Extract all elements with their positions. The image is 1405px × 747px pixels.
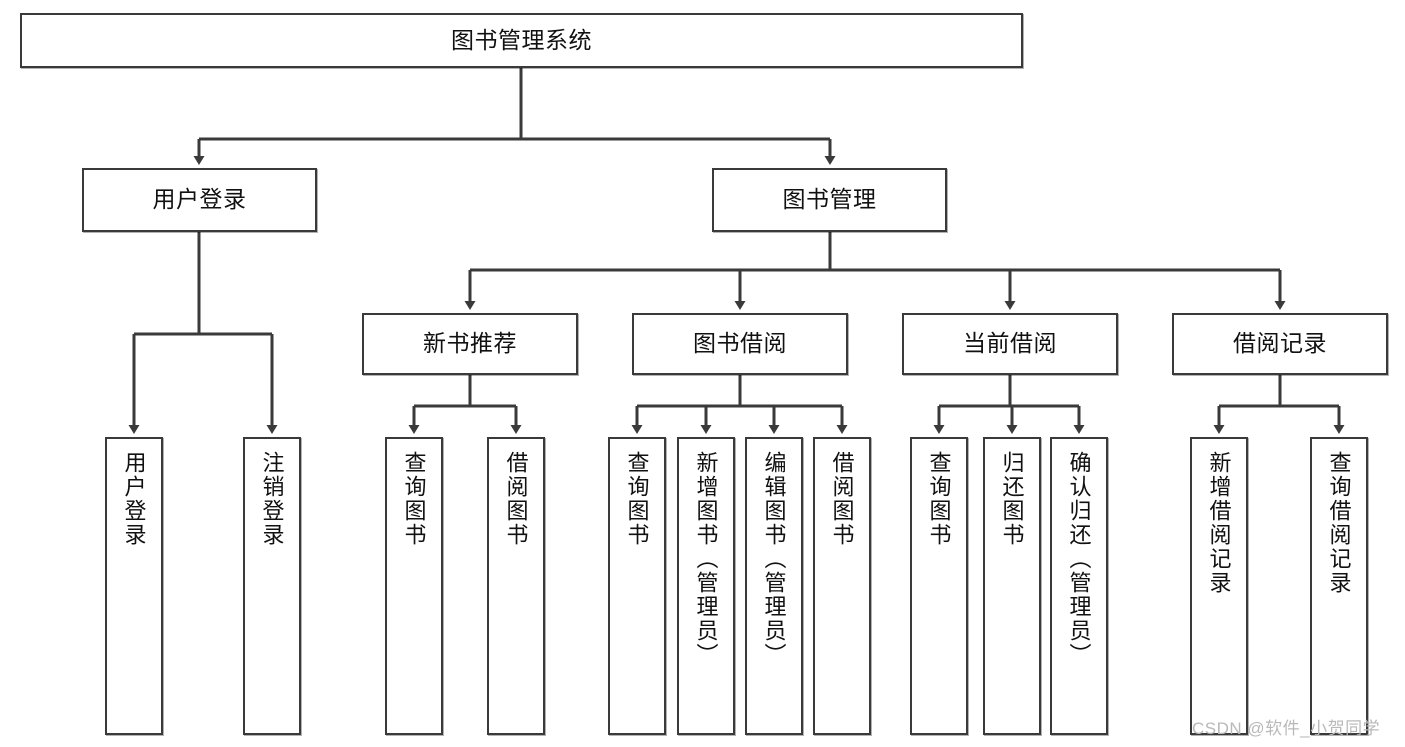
node-leaf-add-record[interactable]: 新增借阅记录 bbox=[1190, 437, 1248, 735]
node-leaf-borrow-book-1-label: 借阅图书 bbox=[503, 451, 529, 547]
node-user-login-label: 用户登录 bbox=[152, 186, 247, 213]
node-borrow-record[interactable]: 借阅记录 bbox=[1172, 313, 1388, 375]
node-leaf-add-book-label: 新增图书（管理员） bbox=[693, 451, 719, 667]
node-leaf-query-book-2[interactable]: 查询图书 bbox=[608, 437, 666, 735]
watermark-text: CSDN @软件_小贺同学 bbox=[1192, 719, 1381, 738]
node-book-manage[interactable]: 图书管理 bbox=[712, 168, 947, 232]
node-leaf-add-book[interactable]: 新增图书（管理员） bbox=[677, 437, 735, 735]
node-new-book-rec[interactable]: 新书推荐 bbox=[362, 313, 578, 375]
node-leaf-confirm-return[interactable]: 确认归还（管理员） bbox=[1050, 437, 1108, 735]
node-leaf-borrow-book-2[interactable]: 借阅图书 bbox=[813, 437, 871, 735]
node-book-borrow[interactable]: 图书借阅 bbox=[632, 313, 848, 375]
node-user-login[interactable]: 用户登录 bbox=[82, 168, 317, 232]
node-leaf-return-book-label: 归还图书 bbox=[999, 451, 1025, 547]
node-leaf-edit-book-label: 编辑图书（管理员） bbox=[761, 451, 787, 667]
node-root-label: 图书管理系统 bbox=[451, 26, 592, 53]
node-root[interactable]: 图书管理系统 bbox=[20, 13, 1023, 68]
node-leaf-borrow-book-1[interactable]: 借阅图书 bbox=[487, 437, 545, 735]
node-leaf-user-login[interactable]: 用户登录 bbox=[105, 437, 163, 735]
node-current-borrow-label: 当前借阅 bbox=[963, 330, 1057, 357]
node-leaf-logout[interactable]: 注销登录 bbox=[243, 437, 301, 735]
node-leaf-edit-book[interactable]: 编辑图书（管理员） bbox=[745, 437, 803, 735]
node-leaf-logout-label: 注销登录 bbox=[259, 451, 285, 547]
node-borrow-record-label: 借阅记录 bbox=[1233, 330, 1327, 357]
node-new-book-rec-label: 新书推荐 bbox=[423, 330, 517, 357]
node-leaf-query-book-3[interactable]: 查询图书 bbox=[910, 437, 968, 735]
node-leaf-return-book[interactable]: 归还图书 bbox=[983, 437, 1041, 735]
node-leaf-add-record-label: 新增借阅记录 bbox=[1206, 451, 1232, 595]
node-leaf-confirm-return-label: 确认归还（管理员） bbox=[1066, 451, 1092, 667]
node-leaf-query-book-2-label: 查询图书 bbox=[624, 451, 650, 547]
node-leaf-query-book-1-label: 查询图书 bbox=[401, 451, 427, 547]
node-book-borrow-label: 图书借阅 bbox=[693, 330, 787, 357]
node-leaf-query-record[interactable]: 查询借阅记录 bbox=[1310, 437, 1368, 735]
node-leaf-query-record-label: 查询借阅记录 bbox=[1326, 451, 1352, 595]
node-leaf-borrow-book-2-label: 借阅图书 bbox=[829, 451, 855, 547]
node-current-borrow[interactable]: 当前借阅 bbox=[902, 313, 1118, 375]
node-leaf-query-book-3-label: 查询图书 bbox=[926, 451, 952, 547]
node-leaf-user-login-label: 用户登录 bbox=[121, 451, 147, 547]
node-book-manage-label: 图书管理 bbox=[782, 186, 877, 213]
node-leaf-query-book-1[interactable]: 查询图书 bbox=[385, 437, 443, 735]
